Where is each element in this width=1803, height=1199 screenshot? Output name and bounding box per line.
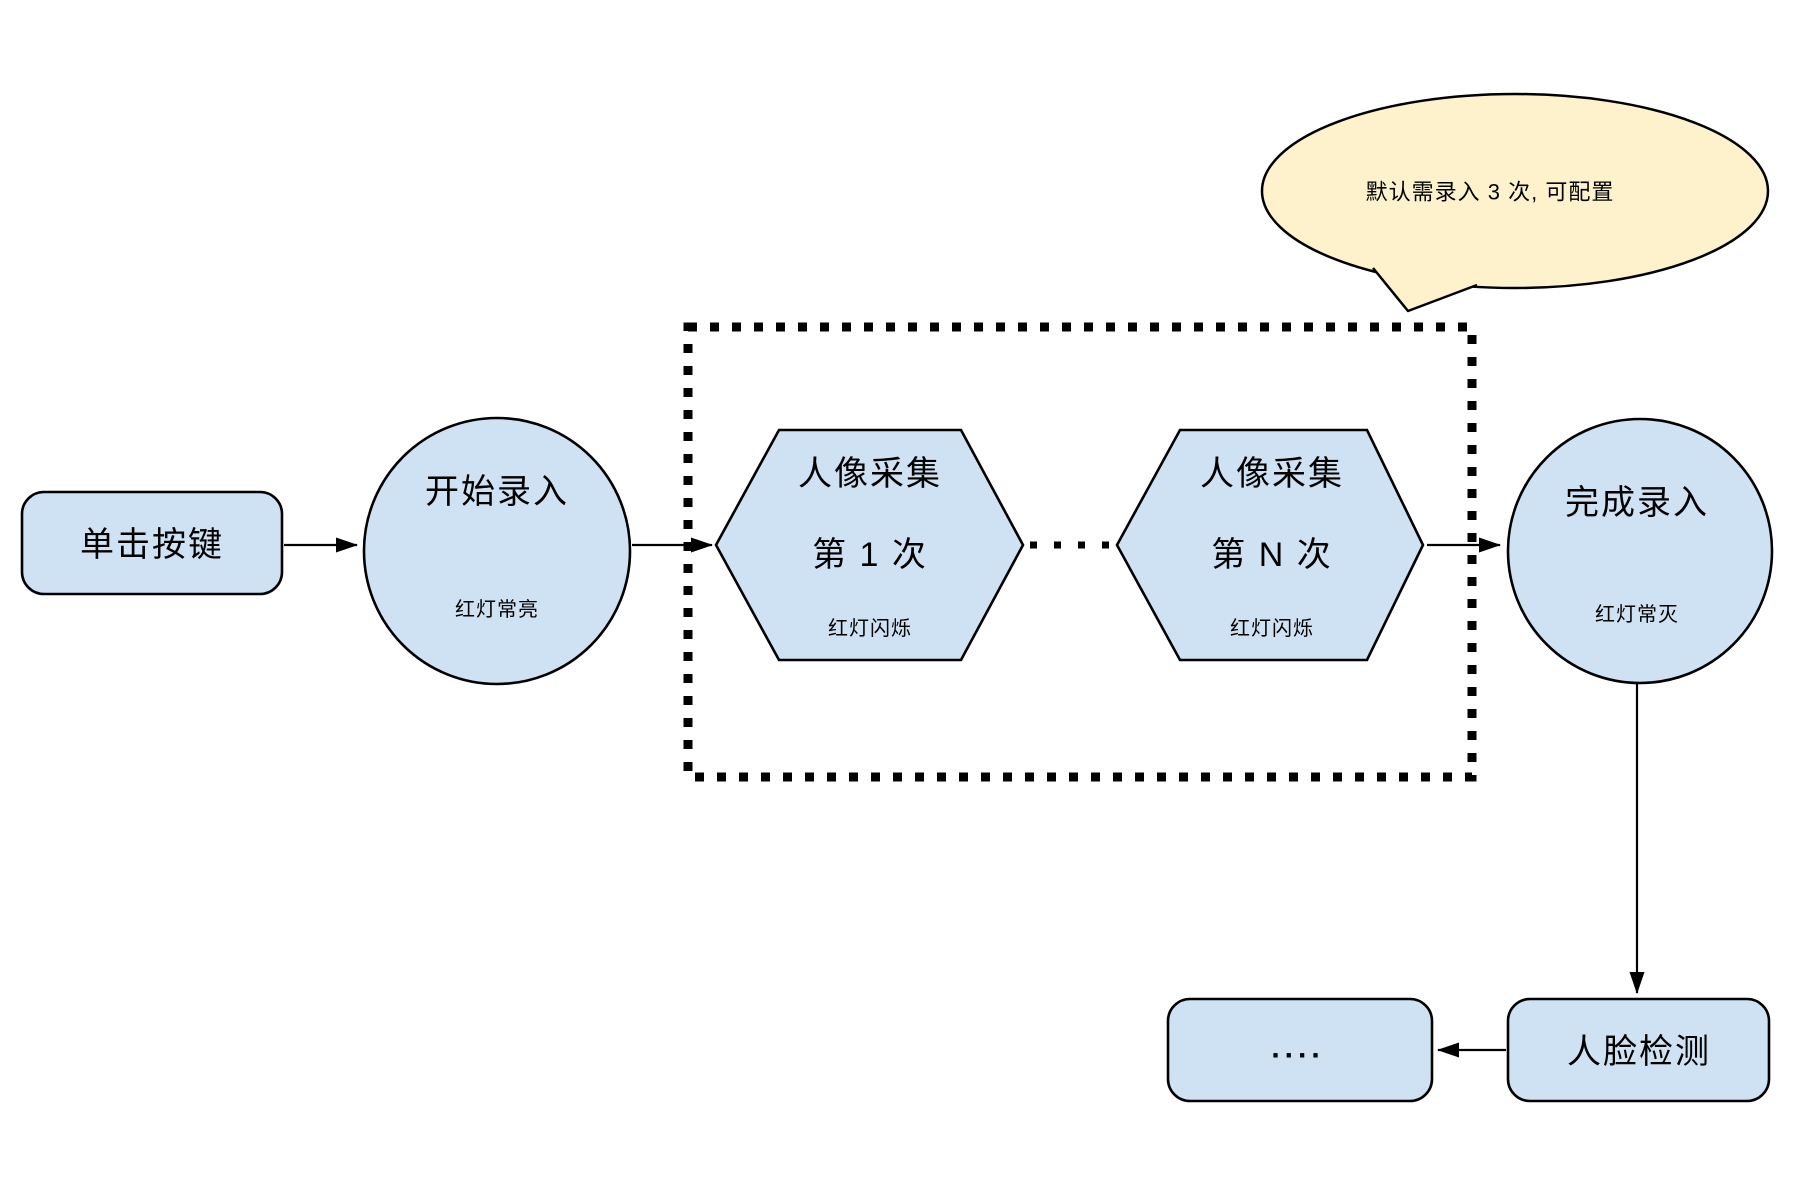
more-label: .... (1271, 1032, 1324, 1065)
capture-1-count: 第 1 次 (812, 536, 928, 574)
face-detect-node (1506, 997, 1771, 1103)
more-node (1166, 997, 1434, 1103)
start-enroll-label: 开始录入 (425, 473, 569, 511)
click-button-label: 单击按键 (80, 526, 224, 564)
callout-bubble (1260, 92, 1770, 290)
finish-enroll-circle (1506, 417, 1774, 685)
start-enroll-status: 红灯常亮 (455, 598, 539, 621)
capture-1-status: 红灯闪烁 (828, 617, 912, 640)
capture-n-status: 红灯闪烁 (1230, 617, 1314, 640)
callout-text: 默认需录入 3 次, 可配置 (1366, 180, 1615, 205)
face-detect-label: 人脸检测 (1567, 1033, 1711, 1071)
start-enroll-circle (362, 416, 632, 686)
capture-1-hexagon (714, 428, 1025, 662)
capture-1-title: 人像采集 (798, 455, 942, 493)
capture-n-hexagon (1115, 428, 1425, 662)
capture-n-title: 人像采集 (1200, 455, 1344, 493)
capture-n-count: 第 N 次 (1211, 536, 1332, 574)
finish-enroll-label: 完成录入 (1565, 484, 1709, 522)
click-button-node (20, 490, 284, 596)
finish-enroll-status: 红灯常灭 (1595, 603, 1679, 626)
callout-tail-icon (1372, 267, 1478, 313)
